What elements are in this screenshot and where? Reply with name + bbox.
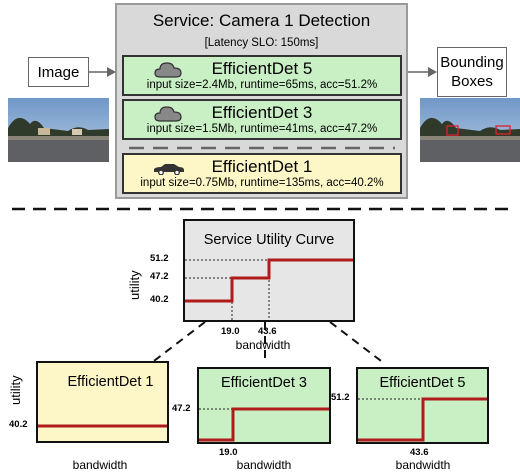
image-input-box: Image <box>28 57 89 87</box>
utility-step-line <box>358 397 487 442</box>
output-arrow <box>408 67 437 77</box>
x-tick: 19.0 <box>221 326 240 337</box>
y-tick: 51.2 <box>150 253 169 264</box>
car-icon <box>154 164 184 175</box>
cloud-icon <box>154 106 182 122</box>
detection-box <box>446 125 459 136</box>
street-image-input <box>8 98 109 162</box>
plot-title: EfficientDet 3 <box>221 375 307 391</box>
utility-curve <box>185 258 353 320</box>
decomposition-connectors <box>149 321 386 365</box>
utility-step-line <box>199 407 329 442</box>
plot-title: EfficientDet 5 <box>379 375 466 391</box>
y-tick: 47.2 <box>150 271 169 282</box>
y-tick: 40.2 <box>150 294 169 305</box>
efficientdet-3-plot: EfficientDet 3 <box>197 367 331 444</box>
y-axis-label: utility <box>8 375 23 405</box>
plot-title: Service Utility Curve <box>203 232 335 248</box>
input-arrow <box>89 67 116 77</box>
cloud-edge-divider <box>129 146 395 150</box>
x-tick: 19.0 <box>219 447 238 458</box>
cloud-icon <box>154 62 182 78</box>
efficientdet-5-plot: EfficientDet 5 <box>356 367 489 444</box>
model-name: EfficientDet 3 <box>211 103 313 122</box>
model-spec: input size=1.5Mb, runtime=41ms, acc=47.2… <box>146 123 378 135</box>
y-axis-label: utility <box>127 270 142 300</box>
x-axis-label: bandwidth <box>235 338 291 352</box>
model-spec: input size=0.75Mb, runtime=135ms, acc=40… <box>140 177 384 189</box>
model-name: EfficientDet 1 <box>211 157 313 176</box>
service-utility-plot: Service Utility Curve <box>183 219 355 322</box>
y-tick: 47.2 <box>172 403 191 414</box>
bounding-boxes-output: Bounding Boxes <box>437 47 507 97</box>
detection-box <box>495 125 511 135</box>
utility-step-line <box>38 424 167 428</box>
street-image-output <box>420 98 520 162</box>
x-axis-label: bandwidth <box>236 458 292 472</box>
plot-title: EfficientDet 1 <box>67 374 154 390</box>
y-tick: 51.2 <box>331 392 350 403</box>
model-efficientdet-5: EfficientDet 5 input size=2.4Mb, runtime… <box>122 55 402 96</box>
service-box: Service: Camera 1 Detection [Latency SLO… <box>115 3 408 199</box>
x-axis-label: bandwidth <box>395 458 451 472</box>
x-axis-label: bandwidth <box>72 458 128 472</box>
latency-slo: [Latency SLO: 150ms] <box>204 37 319 49</box>
model-efficientdet-3: EfficientDet 3 input size=1.5Mb, runtime… <box>122 99 402 140</box>
efficientdet-1-plot: EfficientDet 1 <box>36 361 169 443</box>
x-tick: 43.6 <box>258 326 277 337</box>
service-title: Service: Camera 1 Detection <box>152 11 371 30</box>
model-name: EfficientDet 5 <box>211 59 313 78</box>
section-divider <box>12 207 512 211</box>
x-tick: 43.6 <box>410 447 429 458</box>
model-spec: input size=2.4Mb, runtime=65ms, acc=51.2… <box>146 79 378 91</box>
model-efficientdet-1: EfficientDet 1 input size=0.75Mb, runtim… <box>122 153 402 194</box>
y-tick: 40.2 <box>9 419 28 430</box>
